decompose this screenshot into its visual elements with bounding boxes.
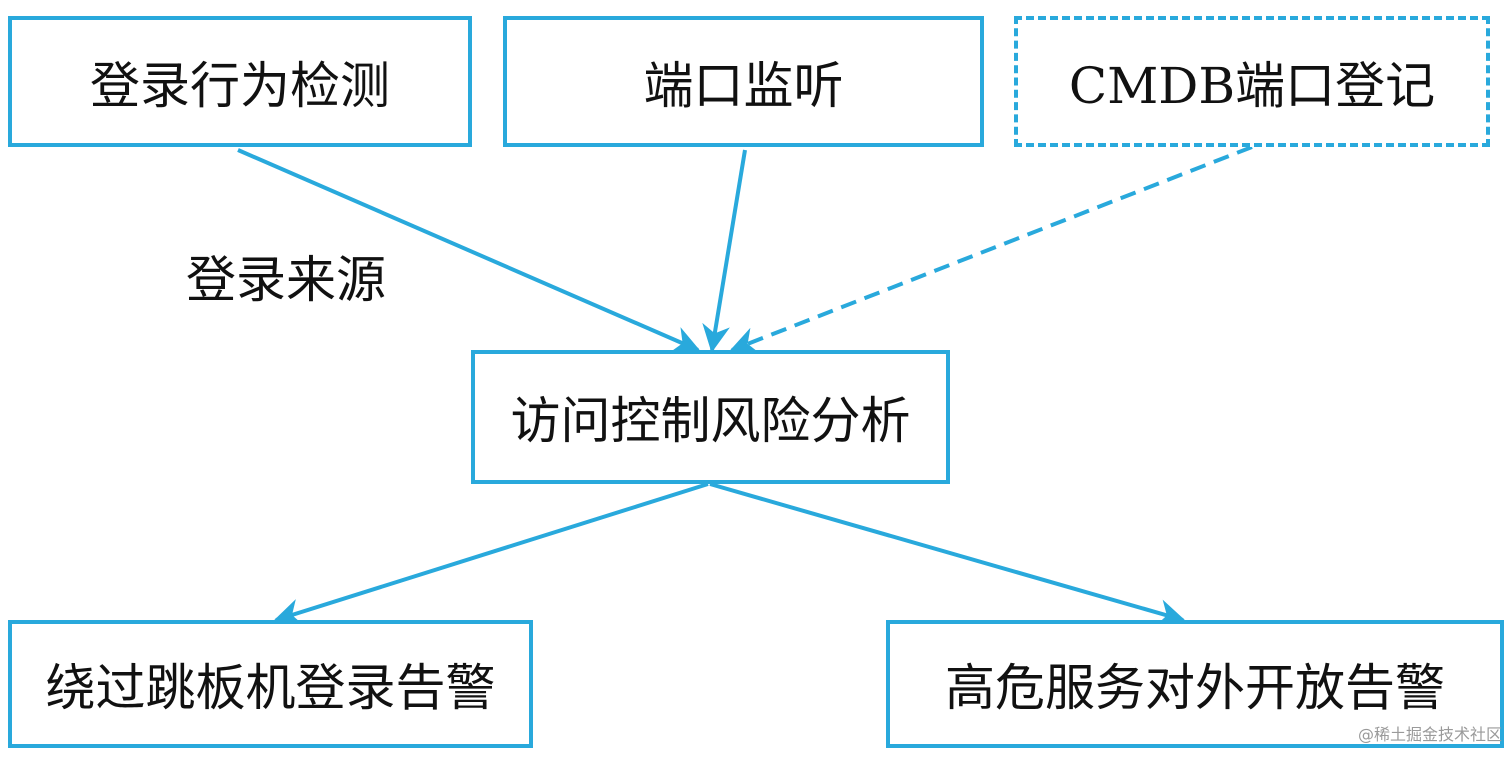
node-high-risk-alert: 高危服务对外开放告警 <box>886 620 1504 748</box>
watermark: @稀土掘金技术社区 <box>1357 725 1502 744</box>
edge-cmdb-to-risk <box>729 145 1253 354</box>
edge-risk-to-bypass <box>273 482 709 626</box>
node-access-risk: 访问控制风险分析 <box>471 350 950 484</box>
edge-risk-to-highrisk <box>709 482 1186 627</box>
node-cmdb-port-label: CMDB端口登记 <box>1068 56 1436 115</box>
edge-login-to-risk <box>237 148 701 353</box>
node-high-risk-alert-label: 高危服务对外开放告警 <box>945 659 1445 717</box>
node-cmdb-port: CMDB端口登记 <box>1014 16 1490 147</box>
node-access-risk-label: 访问控制风险分析 <box>510 392 911 450</box>
node-login-behavior: 登录行为检测 <box>8 16 472 147</box>
node-login-behavior-label: 登录行为检测 <box>90 56 390 115</box>
node-bypass-alert-label: 绕过跳板机登录告警 <box>45 659 496 717</box>
edge-port-to-risk <box>702 149 747 353</box>
node-port-listen: 端口监听 <box>503 16 984 147</box>
node-bypass-alert: 绕过跳板机登录告警 <box>8 620 533 748</box>
node-port-listen-label: 端口监听 <box>643 56 844 115</box>
edge-label-login-source: 登录来源 <box>186 251 386 309</box>
